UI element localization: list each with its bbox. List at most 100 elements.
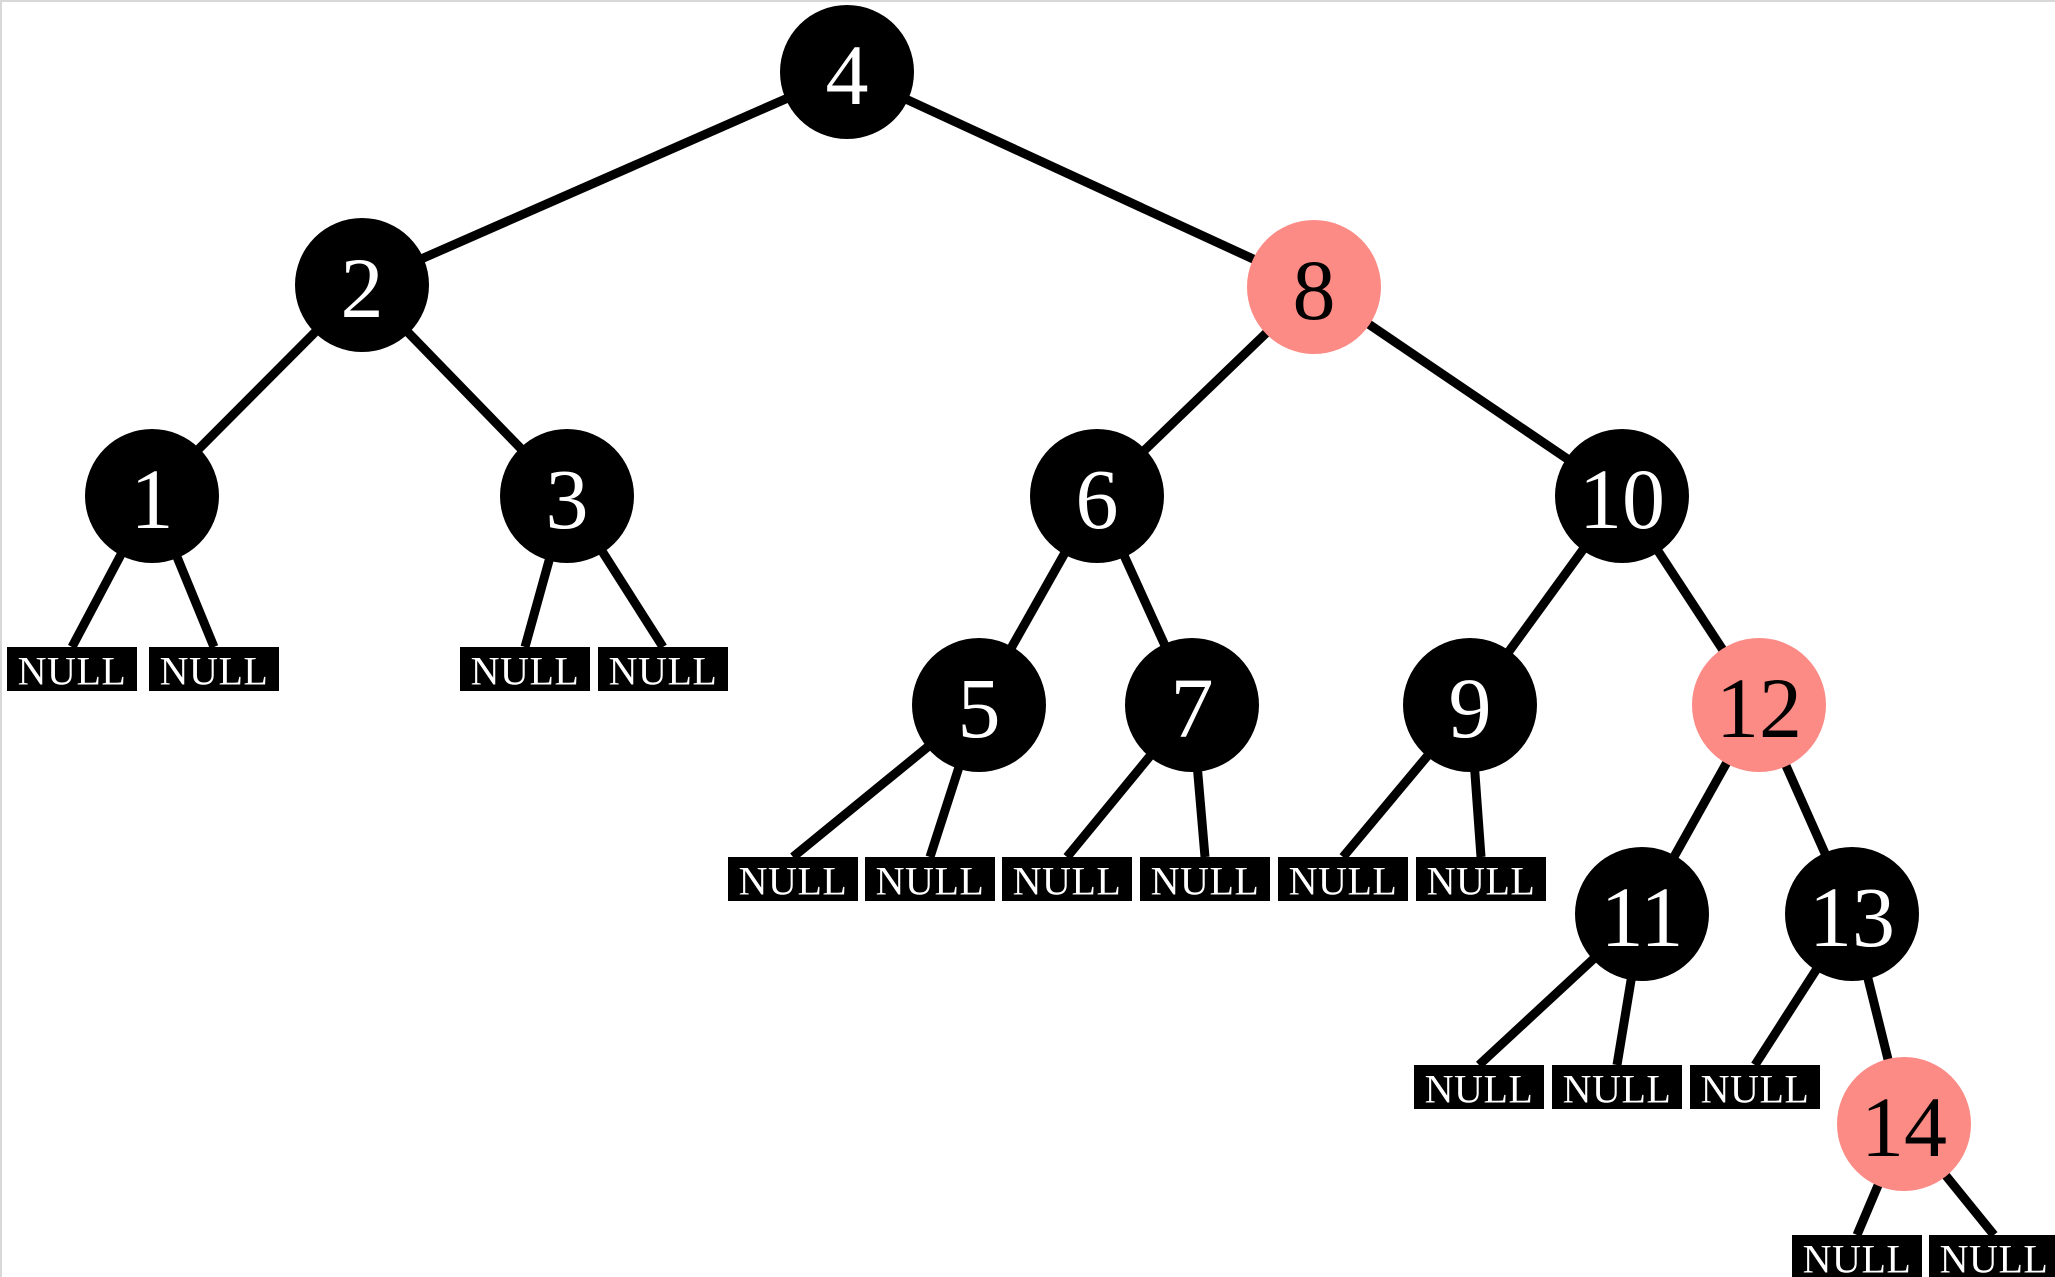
tree-edge xyxy=(1139,327,1272,456)
tree-edge xyxy=(1668,757,1733,862)
null-leaf: NULL xyxy=(1552,1065,1682,1112)
null-leaf-box xyxy=(7,647,137,691)
node-label: 3 xyxy=(546,451,589,547)
tree-node-13[interactable]: 13 xyxy=(1785,847,1919,981)
null-leaf-label: NULL xyxy=(876,859,985,904)
null-leaf-label: NULL xyxy=(1803,1237,1912,1277)
tree-edge xyxy=(925,763,964,859)
null-leaf-box xyxy=(1929,1235,2055,1277)
tree-node-5[interactable]: 5 xyxy=(912,638,1046,772)
null-leaf: NULL xyxy=(7,647,137,694)
null-leaf: NULL xyxy=(1414,1065,1544,1112)
tree-node-8[interactable]: 8 xyxy=(1247,220,1381,354)
tree-edge xyxy=(1470,767,1486,858)
null-leaf-box xyxy=(1792,1235,1922,1277)
null-leaf-box xyxy=(1140,857,1270,901)
null-leaf-box xyxy=(1002,857,1132,901)
null-leaf: NULL xyxy=(1929,1235,2055,1277)
node-circle[interactable] xyxy=(1837,1057,1971,1191)
node-circle[interactable] xyxy=(1555,429,1689,563)
tree-edge xyxy=(520,555,555,649)
node-circle[interactable] xyxy=(1692,638,1826,772)
node-label: 8 xyxy=(1293,242,1336,338)
node-circle[interactable] xyxy=(85,429,219,563)
tree-edge xyxy=(1063,750,1156,860)
tree-edge xyxy=(1503,544,1589,657)
tree-edge xyxy=(1862,974,1894,1064)
tree-edge xyxy=(1118,551,1171,650)
tree-edge xyxy=(1363,318,1573,465)
edges-layer xyxy=(68,93,1998,1238)
node-label: 4 xyxy=(826,27,869,123)
tree-edge xyxy=(171,552,219,649)
tree-edge xyxy=(1475,953,1599,1069)
tree-edge xyxy=(1192,767,1210,858)
node-circle[interactable] xyxy=(780,5,914,139)
null-leaf-box xyxy=(865,857,995,901)
null-leaf-label: NULL xyxy=(1563,1067,1672,1112)
null-leaf: NULL xyxy=(1278,857,1408,904)
node-circle[interactable] xyxy=(1785,847,1919,981)
null-leaf-box xyxy=(598,647,728,691)
tree-node-14[interactable]: 14 xyxy=(1837,1057,1971,1191)
null-leaf: NULL xyxy=(1416,857,1546,904)
tree-node-10[interactable]: 10 xyxy=(1555,429,1689,563)
tree-node-3[interactable]: 3 xyxy=(500,429,634,563)
null-leaf-label: NULL xyxy=(739,859,848,904)
node-label: 5 xyxy=(958,660,1001,756)
node-circle[interactable] xyxy=(1030,429,1164,563)
null-leaf-label: NULL xyxy=(1151,859,1260,904)
tree-node-6[interactable]: 6 xyxy=(1030,429,1164,563)
null-leaf-box xyxy=(149,647,279,691)
tree-edge xyxy=(1612,975,1637,1066)
tree-edge xyxy=(417,93,792,264)
null-leaf: NULL xyxy=(1140,857,1270,904)
tree-edge xyxy=(1652,546,1729,655)
tree-node-11[interactable]: 11 xyxy=(1575,847,1709,981)
tree-edge xyxy=(597,546,667,650)
tree-edge xyxy=(1751,964,1822,1068)
node-label: 12 xyxy=(1716,660,1802,756)
tree-node-2[interactable]: 2 xyxy=(295,218,429,352)
tree-node-4[interactable]: 4 xyxy=(780,5,914,139)
node-circle[interactable] xyxy=(1125,638,1259,772)
tree-node-1[interactable]: 1 xyxy=(85,429,219,563)
node-circle[interactable] xyxy=(500,429,634,563)
tree-edge xyxy=(1852,1180,1884,1237)
tree-node-12[interactable]: 12 xyxy=(1692,638,1826,772)
null-leaf-box xyxy=(1690,1065,1820,1109)
tree-edge xyxy=(1339,750,1434,860)
node-label: 6 xyxy=(1076,451,1119,547)
null-leaf-box xyxy=(1278,857,1408,901)
node-label: 9 xyxy=(1449,660,1492,756)
tree-node-7[interactable]: 7 xyxy=(1125,638,1259,772)
tree-edge xyxy=(1780,760,1831,859)
node-label: 10 xyxy=(1579,451,1665,547)
null-leaf-box xyxy=(460,647,590,691)
null-leaf-label: NULL xyxy=(1940,1237,2049,1277)
null-leaf: NULL xyxy=(460,647,590,694)
tree-edge xyxy=(402,327,527,454)
node-circle[interactable] xyxy=(1575,847,1709,981)
null-leaf: NULL xyxy=(728,857,858,904)
null-leaf-label: NULL xyxy=(18,649,127,694)
node-label: 13 xyxy=(1809,869,1895,965)
tree-edge xyxy=(902,94,1259,265)
node-circle[interactable] xyxy=(1247,220,1381,354)
tree-edge xyxy=(790,741,934,861)
node-label: 1 xyxy=(131,451,174,547)
tree-edge xyxy=(1940,1170,1998,1238)
node-label: 11 xyxy=(1601,869,1684,965)
node-circle[interactable] xyxy=(1403,638,1537,772)
null-leaf-label: NULL xyxy=(1425,1067,1534,1112)
node-circle[interactable] xyxy=(295,218,429,352)
null-leaf: NULL xyxy=(1792,1235,1922,1277)
tree-edge xyxy=(1006,548,1070,653)
null-leaf: NULL xyxy=(1002,857,1132,904)
node-circle[interactable] xyxy=(912,638,1046,772)
null-leaf: NULL xyxy=(598,647,728,694)
tree-node-9[interactable]: 9 xyxy=(1403,638,1537,772)
